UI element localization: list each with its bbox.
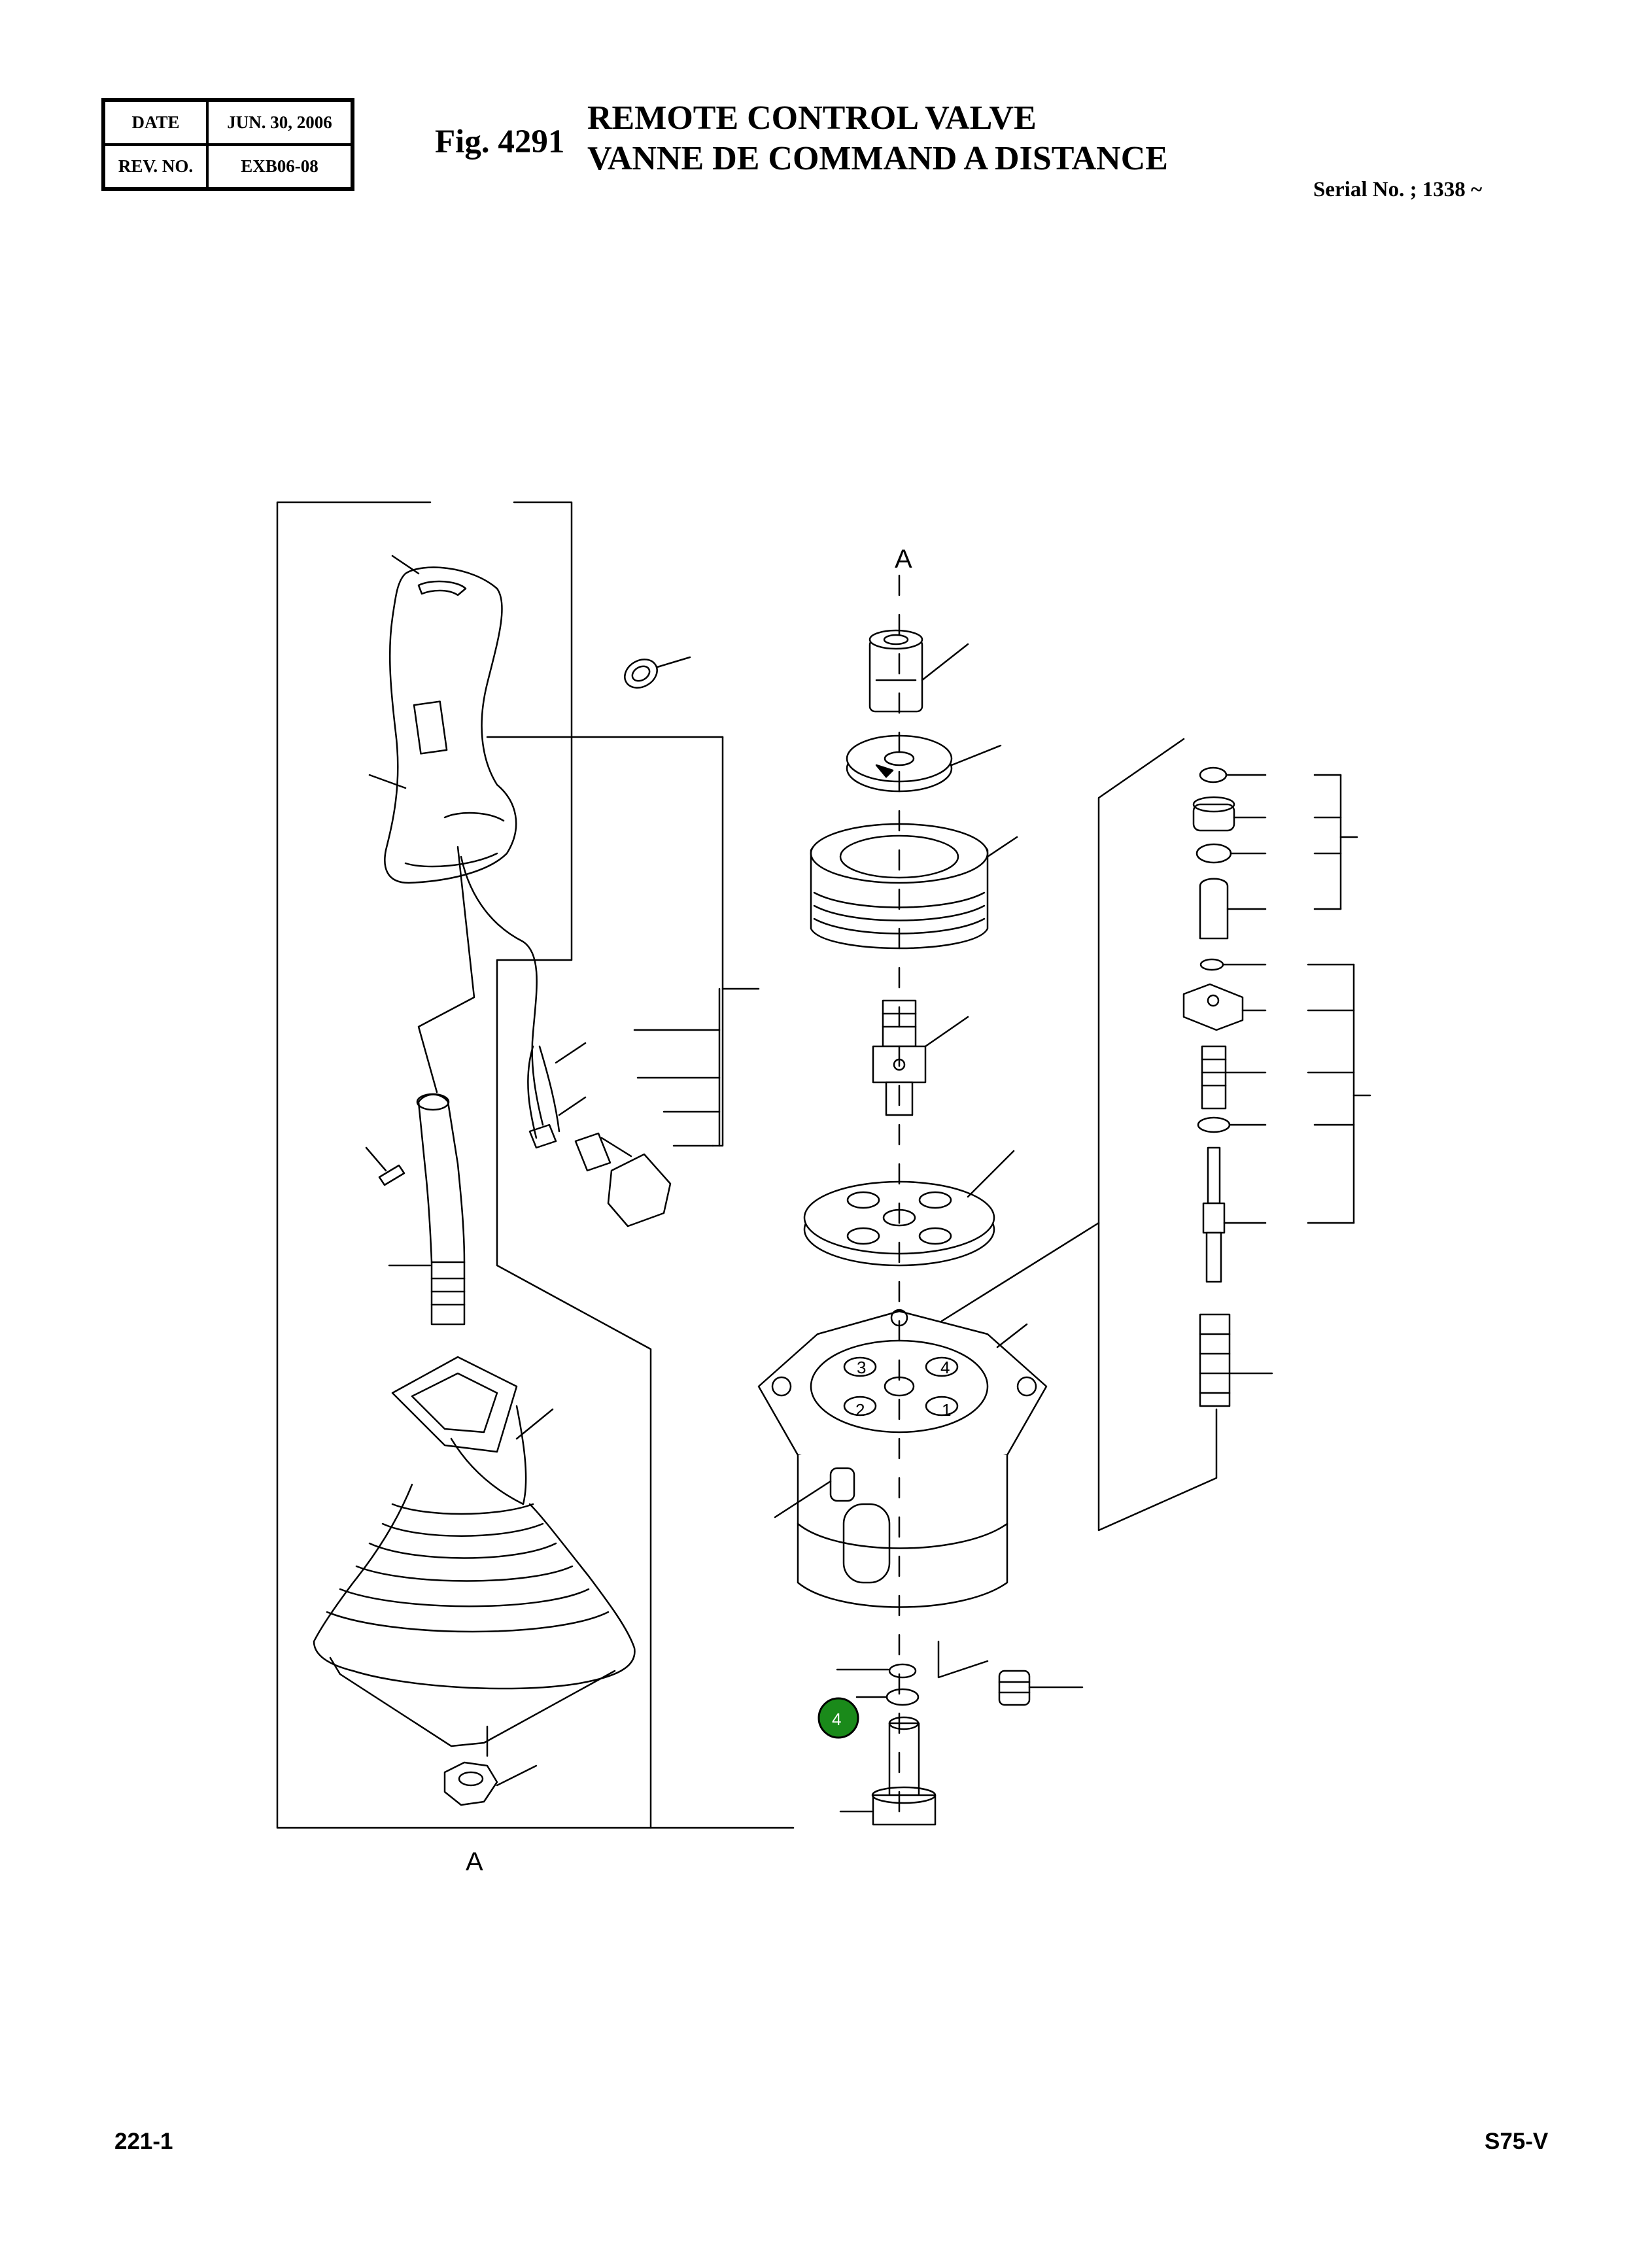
rev-label: REV. NO. <box>104 145 207 188</box>
reference-a-bottom: A <box>466 1847 483 1876</box>
callout-bubble: 4 <box>817 1697 859 1739</box>
joint-shaft <box>872 999 969 1116</box>
adjusting-nut <box>869 629 969 713</box>
date-value: JUN. 30, 2006 <box>207 101 352 145</box>
model-code: S75-V <box>1485 2129 1549 2154</box>
cover-boot <box>810 823 1018 950</box>
date-label: DATE <box>104 101 207 145</box>
control-lever <box>365 846 475 1326</box>
page-title: REMOTE CONTROL VALVE VANNE DE COMMAND A … <box>587 98 1168 179</box>
port-number-4: 4 <box>940 1358 950 1377</box>
port-number-2: 2 <box>855 1400 865 1420</box>
left-assembly-frame <box>276 501 795 1829</box>
reference-a-top: A <box>895 545 912 574</box>
valve-casing: 3 4 2 1 <box>757 1309 1048 1608</box>
rubber-boot <box>313 1356 636 1757</box>
rev-value: EXB06-08 <box>207 145 352 188</box>
spool-parts <box>1182 766 1244 1407</box>
disc-plate <box>846 734 1002 793</box>
joystick-grip <box>368 555 724 1147</box>
revision-table: DATE JUN. 30, 2006 REV. NO. EXB06-08 <box>101 98 354 191</box>
port-number-3: 3 <box>857 1358 866 1377</box>
figure-number: Fig. 4291 <box>435 124 565 160</box>
o-rings-and-plunger <box>836 1663 937 1826</box>
leader-lines-right <box>1222 774 1371 1375</box>
callout-number: 4 <box>832 1709 841 1729</box>
port-number-1: 1 <box>942 1400 951 1420</box>
page-number: 221-1 <box>114 2129 173 2154</box>
title-english: REMOTE CONTROL VALVE <box>587 99 1037 137</box>
right-assembly-frame <box>940 738 1218 1532</box>
hose-clamp <box>624 656 691 689</box>
serial-number: Serial No. ; 1338 ~ <box>1313 178 1483 201</box>
hex-nut <box>443 1761 538 1806</box>
set-plug <box>937 1640 1084 1706</box>
port-plate <box>803 1150 1015 1267</box>
title-french: VANNE DE COMMAND A DISTANCE <box>587 140 1168 177</box>
wire-harness <box>460 855 760 1228</box>
